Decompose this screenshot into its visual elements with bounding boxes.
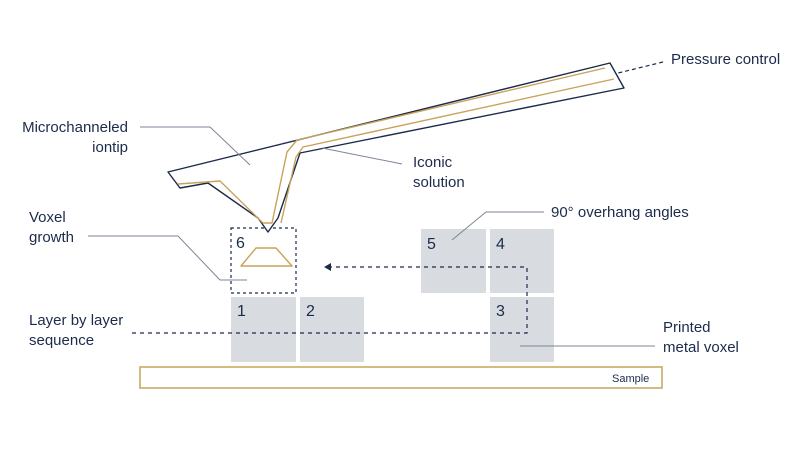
label-layer-by-layer: Layer by layer (29, 312, 123, 329)
label-voxel: Voxel (29, 209, 66, 226)
microchannel-path-inner (280, 78, 615, 224)
pressure-control-arrow (605, 61, 664, 79)
voxel-2-number: 2 (306, 303, 315, 320)
label-solution: solution (413, 174, 465, 191)
voxel-growth-meniscus (240, 247, 293, 267)
iontip-outer-outline (167, 62, 625, 233)
voxel-3-number: 3 (496, 303, 505, 320)
label-sequence: sequence (29, 332, 94, 349)
leader-voxel-growth (88, 235, 247, 281)
leader-iconic-solution (321, 147, 403, 165)
sample-substrate (139, 366, 663, 389)
label-growth: growth (29, 229, 74, 246)
label-iontip: iontip (92, 139, 128, 156)
voxel-1 (231, 297, 296, 362)
label-overhang: 90° overhang angles (551, 204, 689, 221)
sample-label: Sample (612, 373, 649, 385)
label-pressure-control: Pressure control (671, 51, 780, 68)
voxel-4-number: 4 (496, 236, 505, 253)
voxel-2 (300, 297, 364, 362)
voxel-4 (490, 229, 554, 293)
leader-overhang (451, 211, 544, 241)
layer-sequence-arrow (132, 263, 528, 334)
voxel-5 (421, 229, 486, 293)
microchannel-path (177, 67, 606, 224)
voxel-6-number: 6 (236, 235, 245, 252)
voxel-6-outline (230, 227, 297, 294)
leader-microchanneled (140, 126, 251, 166)
label-metal-voxel: metal voxel (663, 339, 739, 356)
voxel-3 (490, 297, 554, 362)
label-iconic: Iconic (413, 154, 453, 171)
label-printed: Printed (663, 319, 711, 336)
voxel-1-number: 1 (237, 303, 246, 320)
voxel-5-number: 5 (427, 236, 436, 253)
label-microchanneled: Microchanneled (22, 119, 128, 136)
